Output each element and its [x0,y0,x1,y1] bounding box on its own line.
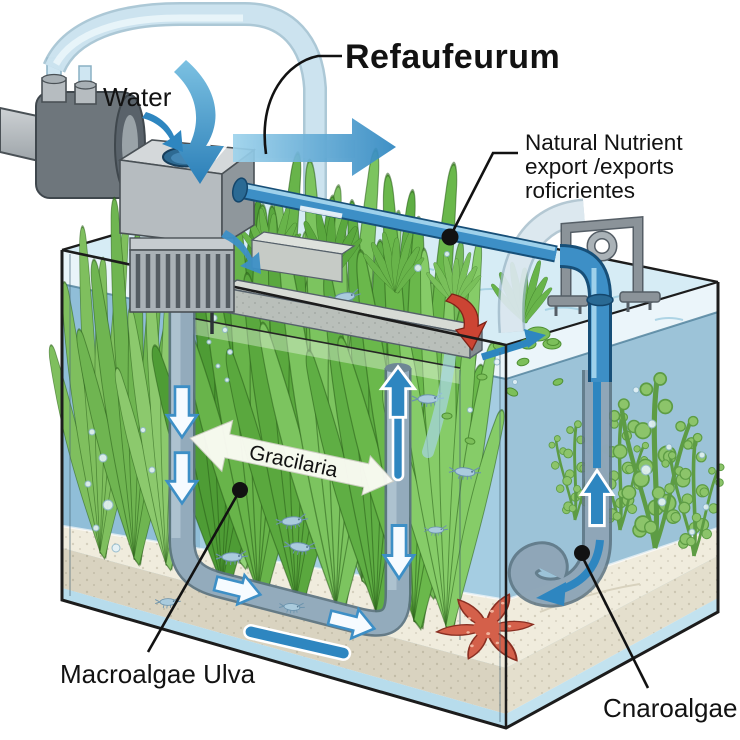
water-flow-arrows [142,60,396,274]
double-arrow-icon [189,419,395,496]
tank-outline [60,250,720,730]
cnaroalgae-label: Cnaroalgae [603,693,737,723]
macroalgae-callout-dot [232,482,248,498]
inner-chamber-edge [174,314,461,369]
nutrient-label-line2: export /exports [525,154,674,179]
water-label: Water [103,82,172,112]
diagram-title: Refaufeurum [345,38,560,76]
water-stream [422,350,456,458]
cnaroalgae-callout-line [580,555,650,689]
pipe-collar [586,293,614,307]
small-outflow-arrow-icon [221,230,261,274]
outflow-arrowhead-icon [536,582,566,606]
flow-arrow-red-icon [444,293,488,352]
nutrient-callout-line [449,151,518,236]
title-callout-line [263,54,342,155]
bracket-foot [619,291,661,303]
flow-streak-bottom [243,624,352,661]
aquarium-tank [46,146,730,728]
big-right-arrow-icon [233,118,396,176]
starfish [435,591,535,665]
flow-arrows [165,365,416,661]
cnaroalgae-callout-dot [574,545,590,561]
nutrient-label-line1: Natural Nutrient [525,130,683,155]
cage-slats [135,254,231,308]
pipe-collar [231,177,249,203]
bracket-foot [547,295,589,307]
macroalgae-label: Macroalgae Ulva [60,659,256,689]
small-water-arrow-icon [142,112,183,152]
pipe-glint [299,205,343,219]
feed-pipe [231,177,558,263]
macroalgae-callout-line [146,489,242,653]
intake-cage-top [129,237,235,251]
nutrient-label-line3: roficrientes [525,178,635,203]
nutrient-callout-dot [441,228,459,246]
big-down-arrow-icon [174,60,224,184]
external-plumbing [0,1,355,272]
outflow-arrow-shaft [558,539,604,594]
labels: Refaufeurum Water Natural Nutrient expor… [60,38,737,723]
callouts [146,54,650,689]
